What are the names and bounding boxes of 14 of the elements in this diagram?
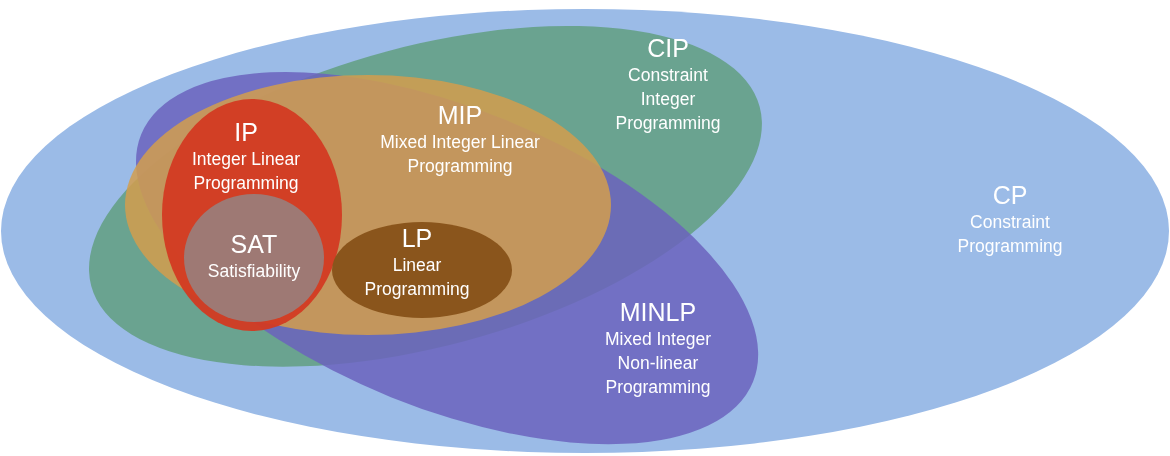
set-abbreviation: MINLP xyxy=(619,297,697,327)
set-abbreviation: MIP xyxy=(437,100,483,130)
set-name: Constraint Integer Programming xyxy=(614,64,722,135)
set-name: Linear Programming xyxy=(363,254,471,301)
set-name: Constraint Programming xyxy=(956,211,1064,258)
set-name: Mixed Integer Non-linear Programming xyxy=(603,328,712,399)
set-abbreviation: CP xyxy=(992,180,1028,210)
set-name: Mixed Integer Linear Programming xyxy=(379,131,541,178)
set-abbreviation: SAT xyxy=(230,229,278,259)
set-name: Satisfiability xyxy=(207,260,301,283)
set-abbreviation: IP xyxy=(234,117,258,147)
set-abbreviation: CIP xyxy=(647,33,689,63)
set-abbreviation: LP xyxy=(401,223,433,253)
set-name: Integer Linear Programming xyxy=(191,148,301,195)
